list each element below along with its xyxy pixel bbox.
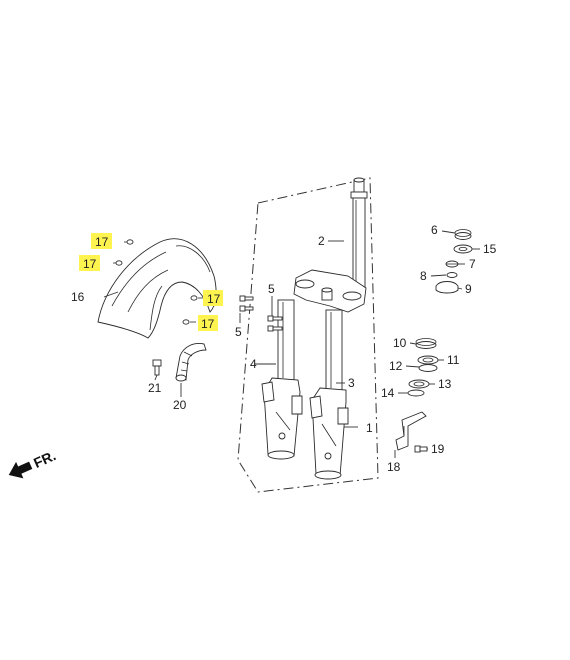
fender-bolt-17-right[interactable] [190,295,203,301]
bearing-13[interactable] [408,379,430,389]
callout-19: 19 [431,442,445,456]
fender-bolt-17-mid[interactable] [113,260,123,266]
callout-5b: 5 [235,325,242,339]
clamp-bolt-5-lower[interactable] [267,315,283,332]
arrow-icon [8,461,33,479]
bearing-race-11[interactable] [417,355,439,365]
callout-21: 21 [148,381,162,395]
callout-5a: 5 [268,282,275,296]
leader-lines [103,230,480,458]
highlight-17a [91,233,112,249]
callout-4: 4 [250,357,257,371]
callout-2: 2 [318,234,325,248]
callout-17b: 17 [83,257,97,271]
hose-guide[interactable] [175,343,207,382]
callout-10: 10 [393,336,407,350]
callout-3: 3 [348,376,355,390]
bearing-10[interactable] [415,338,437,349]
callout-1: 1 [366,421,373,435]
callout-13: 13 [438,377,452,391]
fork-leg-right[interactable] [309,309,349,480]
callout-9: 9 [465,282,472,296]
callout-6: 6 [431,223,438,237]
bolt-19[interactable] [414,445,428,453]
highlight-17b [79,255,100,271]
race-8[interactable] [446,272,458,278]
race-12[interactable] [418,364,438,372]
callout-14: 14 [381,386,395,400]
bolt-21[interactable] [152,359,162,376]
washer-15[interactable] [453,244,473,254]
callout-18: 18 [387,460,401,474]
callout-17c: 17 [207,292,221,306]
bracket-18[interactable] [395,411,427,451]
callout-17d: 17 [201,317,215,331]
callout-7: 7 [469,257,476,271]
callout-8: 8 [420,269,427,283]
steering-stem[interactable] [293,177,368,313]
callout-12: 12 [389,359,403,373]
fork-leg-left[interactable] [261,299,303,460]
direction-label: FR. [31,447,58,471]
nut-7[interactable] [445,260,459,268]
callout-16: 16 [71,290,85,304]
fender-bolt-17-top[interactable] [124,239,134,245]
highlight-17d [198,315,218,331]
seal-14[interactable] [407,389,425,397]
fender-bolt-17-low[interactable] [182,319,196,325]
assembly-frame [237,177,379,493]
callout-17a: 17 [95,235,109,249]
dust-seal-9[interactable] [435,281,459,294]
callout-15: 15 [483,242,497,256]
callout-11: 11 [447,353,460,367]
front-direction-arrow: FR. [8,447,58,479]
highlight-17c [203,290,223,306]
lock-nut-6[interactable] [454,229,472,240]
callout-20: 20 [173,398,187,412]
clamp-bolt-5-upper[interactable] [239,295,254,312]
